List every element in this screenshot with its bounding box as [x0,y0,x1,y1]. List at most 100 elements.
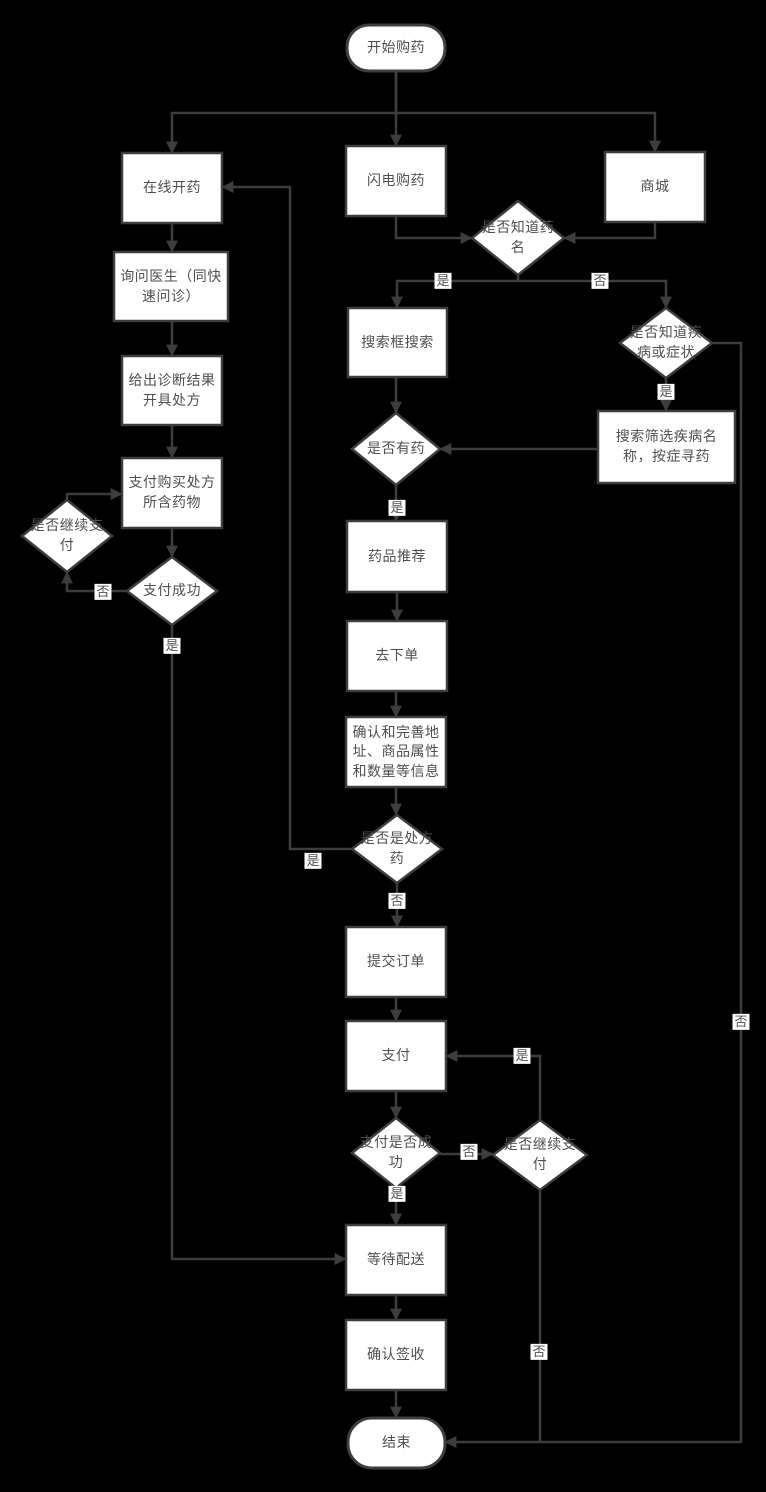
edge-start-to-online-prescribe [166,71,398,154]
node-shape-wait-delivery [344,1223,448,1297]
node-shape-is-prescription [349,813,445,885]
node-text-line: 在线开药 [143,179,201,196]
node-text-line: 支付购买处方 [128,474,216,491]
node-label-confirm-receipt: 确认签收 [346,1320,446,1390]
node-shape-flash-purchase [344,144,448,218]
edge-pay-success-left-yes-to-wait-delivery [170,625,347,1265]
node-text-line: 开始购药 [367,39,425,56]
node-shape-confirm-info [344,715,448,789]
node-label-online-prescribe: 在线开药 [122,153,222,223]
edge-label-pay-success-main-no: 否 [460,1143,478,1161]
node-text-line: 药品推荐 [368,547,426,564]
node-text-line: 是否是处方 [360,830,434,847]
node-text-line: 给出诊断结果 [128,371,216,388]
edge-label-is-prescription-yes: 是 [304,852,322,870]
node-text-line: 和数量等信息 [352,762,440,779]
edge-label-know-disease-no: 否 [732,1013,750,1031]
node-label-has-drug: 是否有药 [352,413,440,485]
node-shape-mall [603,150,707,224]
node-text-line: 等待配送 [367,1251,425,1268]
edge-is-prescription-yes-to-online-prescribe [221,181,352,851]
edge-layer [61,71,743,1448]
node-label-continue-pay-left: 是否继续支付 [22,500,112,572]
node-label-search-box: 搜索框搜索 [348,308,447,377]
node-shape-pay-prescription [120,456,224,530]
node-text-line: 所含药物 [143,494,201,510]
node-text-line: 是否继续支 [30,517,104,534]
node-text-line: 功 [388,1154,404,1170]
node-label-know-disease: 是否知道疾病或症状 [620,308,712,378]
node-shape-search-filter [596,409,737,485]
node-text-line: 确认和完善地 [352,723,440,740]
node-text-line: 付 [532,1156,548,1172]
node-label-ask-doctor: 询问医生（同快速问诊） [114,252,228,321]
node-text-line: 支付成功 [143,582,201,599]
node-label-end: 结束 [348,1418,445,1468]
node-text-line: 是否知道疾 [629,324,703,341]
node-label-diagnosis-result: 给出诊断结果开具处方 [122,356,222,425]
edge-label-know-disease-yes: 是 [657,383,675,401]
node-text-line: 询问医生（同快 [120,267,222,284]
node-label-know-drug-name: 是否知道药名 [472,201,564,275]
edge-label-pay-success-left-no: 否 [94,583,112,601]
node-label-is-prescription: 是否是处方药 [352,815,442,883]
node-text-line: 付 [59,537,75,553]
node-text-line: 是否继续支 [503,1136,577,1153]
node-shape-submit-order [344,925,448,999]
edge-label-know-drug-name-yes: 是 [434,272,452,290]
node-text-line: 结束 [382,1434,411,1451]
node-text-line: 商城 [640,178,670,195]
node-shape-pay-success-left [124,555,220,627]
edge-label-know-drug-name-no: 否 [591,272,609,290]
node-text-line: 是否有药 [367,440,425,457]
node-shape-continue-pay-left [19,498,115,574]
node-shape-place-order [345,619,449,693]
node-shape-has-drug [350,411,442,487]
node-shape-drug-recommend [345,519,449,594]
edge-flash-purchase-to-know-drug-name [394,216,473,244]
edge-label-is-prescription-no: 否 [388,892,406,910]
node-label-confirm-info: 确认和完善地址、商品属性和数量等信息 [346,717,446,787]
node-layer [19,23,737,1470]
node-label-pay-prescription: 支付购买处方所含药物 [122,458,222,528]
node-shape-start [345,23,447,73]
node-text-line: 搜索筛选疾病名 [615,428,718,445]
node-label-submit-order: 提交订单 [346,927,446,997]
edge-start-to-mall [396,111,661,153]
edge-mall-to-know-drug-name [563,222,657,244]
edge-know-drug-name-yes-to-search-box [391,275,520,309]
node-shape-end [346,1416,447,1470]
node-label-pay: 支付 [346,1021,446,1091]
edge-label-pay-success-left-yes: 是 [163,637,181,655]
node-label-place-order: 去下单 [347,621,447,691]
node-text-line: 名 [510,239,526,255]
node-text-line: 是否知道药 [481,219,555,236]
node-label-start: 开始购药 [347,25,445,71]
edge-label-continue-pay-main-yes: 是 [513,1047,531,1065]
node-text-line: 址、商品属性 [352,743,440,760]
edge-label-continue-pay-main-no: 否 [530,1343,548,1361]
node-shape-know-drug-name [470,199,566,277]
node-text-line: 提交订单 [367,953,425,970]
node-label-wait-delivery: 等待配送 [346,1225,446,1295]
node-text-line: 称，按症寻药 [623,448,710,464]
node-shape-search-box [346,306,449,379]
node-shape-continue-pay-main [490,1118,590,1192]
node-shape-online-prescribe [120,151,224,225]
node-text-line: 病或症状 [637,344,695,360]
edge-continue-pay-left-loop-to-pay-prescription [65,488,123,500]
node-label-flash-purchase: 闪电购药 [346,146,446,216]
node-text-line: 搜索框搜索 [361,333,434,350]
node-label-pay-success-left: 支付成功 [127,557,217,625]
node-label-search-filter: 搜索筛选疾病名称，按症寻药 [598,411,735,483]
node-label-mall: 商城 [605,152,705,222]
edge-continue-pay-main-yes-to-pay [445,1050,542,1120]
node-text-line: 速问诊） [142,287,200,304]
node-shape-ask-doctor [112,250,230,323]
node-text-line: 支付是否成 [359,1134,433,1151]
node-shape-know-disease [617,306,715,380]
node-text-line: 支付 [381,1047,411,1064]
node-text-line: 去下单 [375,647,419,664]
